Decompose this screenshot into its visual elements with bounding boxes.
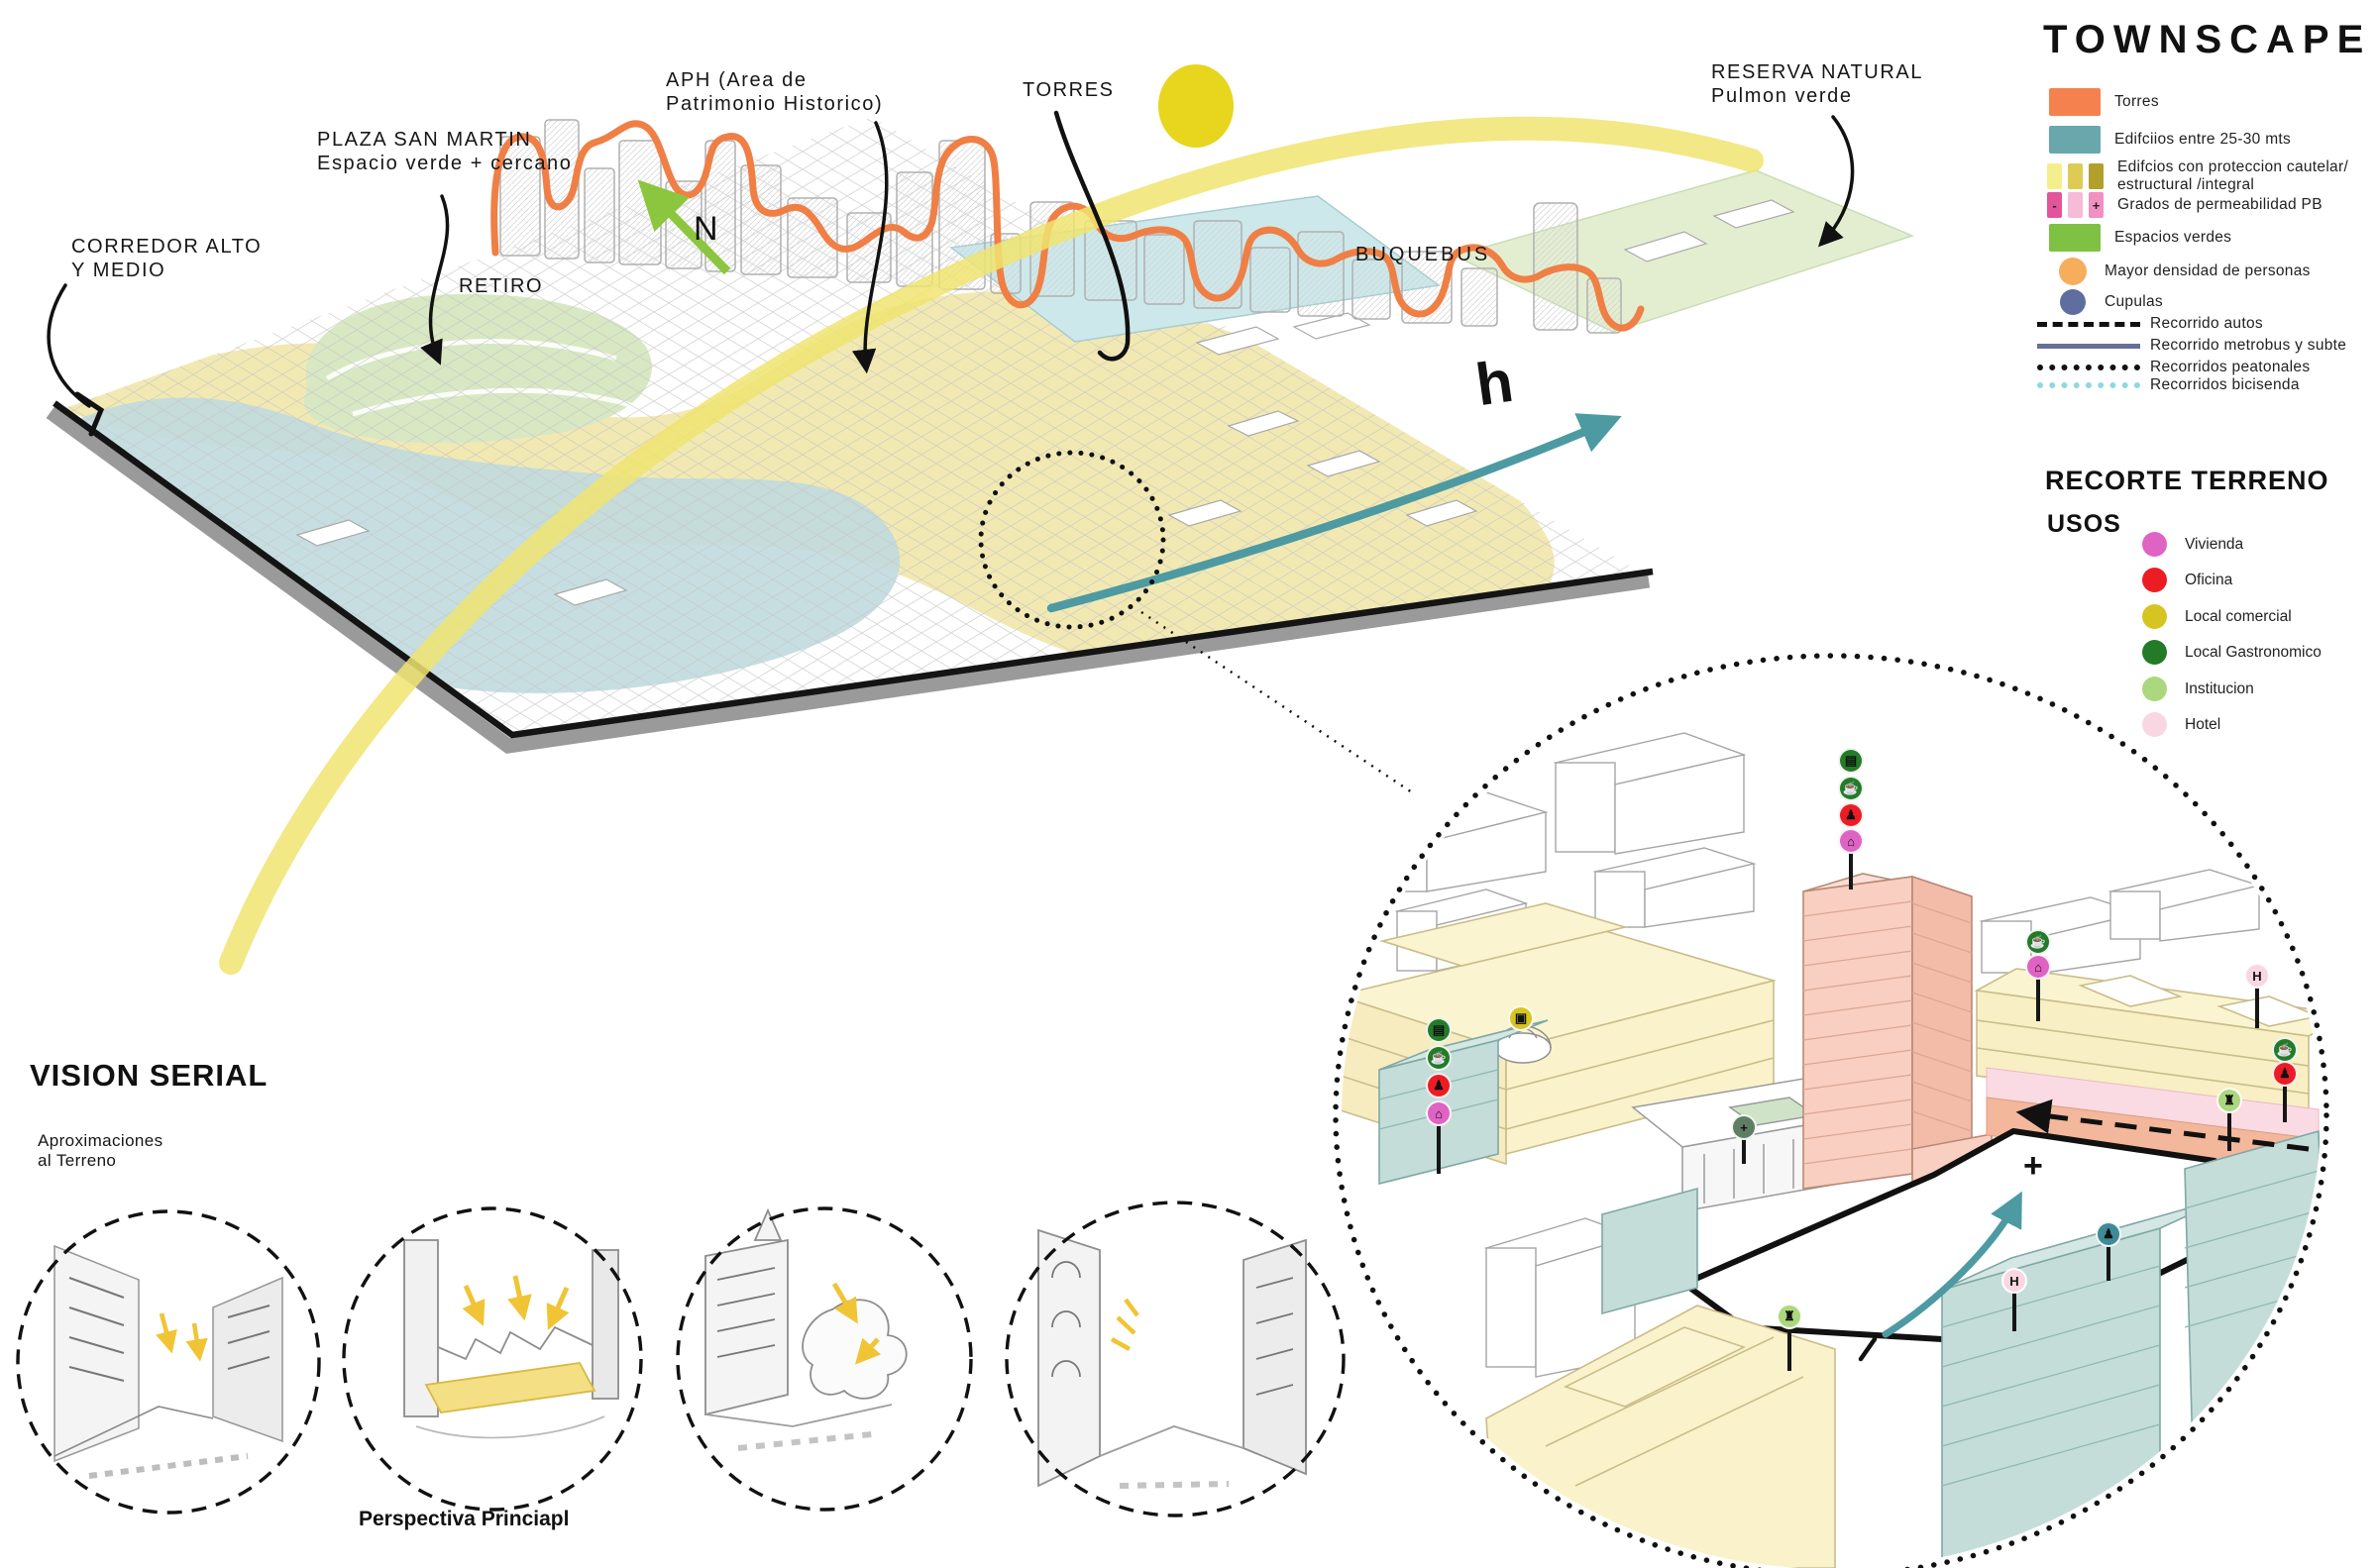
- legend-item-torres: Torres: [2049, 88, 2159, 116]
- usos-item-vivienda: Vivienda: [2142, 532, 2243, 557]
- torres-swatch: [2049, 88, 2101, 116]
- proteccion-swatch-2: [2068, 163, 2083, 189]
- usos-item-local-gastronomico: Local Gastronomico: [2142, 640, 2322, 665]
- legend-item-proteccion: Edifcios con proteccion cautelar/estruct…: [2047, 158, 2348, 194]
- inset-border: [1333, 653, 2329, 1568]
- focus-circle: [978, 450, 1166, 630]
- espacios-verdes-swatch: [2049, 224, 2101, 252]
- local-comercial-dot: [2142, 604, 2167, 629]
- legend-item-recorridos-bicisenda: Recorridos bicisenda: [2037, 376, 2300, 394]
- vivienda-dot: [2142, 532, 2167, 557]
- permeabilidad-minus-swatch: -: [2047, 192, 2062, 218]
- edificios-swatch: [2049, 126, 2101, 154]
- legend-item-densidad: Mayor densidad de personas: [2059, 258, 2311, 285]
- inset-tower: [1802, 873, 1993, 1229]
- bicisenda-line-sample: [2037, 382, 2140, 388]
- hotel-dot: [2142, 712, 2167, 737]
- permeabilidad-plus-swatch: +: [2089, 192, 2104, 218]
- north-label: N: [694, 210, 718, 248]
- inset-flow-arrow: [1882, 1191, 2022, 1338]
- oficina-dot: [2142, 568, 2167, 592]
- vision-serial-sketches: [16, 1201, 1346, 1517]
- recorte-title: RECORTE TERRENO: [2045, 466, 2329, 495]
- legend-item-cupulas: Cupulas: [2060, 289, 2163, 315]
- proteccion-swatch-3: [2089, 163, 2104, 189]
- local-gastronomico-dot: [2142, 640, 2167, 665]
- cupulas-swatch: [2060, 289, 2086, 315]
- legend-item-permeabilidad: - + Grados de permeabilidad PB: [2047, 192, 2323, 218]
- proteccion-swatch-1: [2047, 163, 2062, 189]
- metrobus-line-sample: [2037, 343, 2140, 349]
- legend-item-recorrido-autos: Recorrido autos: [2037, 315, 2263, 333]
- autos-line-sample: [2037, 321, 2140, 327]
- legend-item-recorridos-peatonales: Recorridos peatonales: [2037, 359, 2310, 376]
- permeabilidad-mid-swatch: [2068, 192, 2083, 218]
- north-arrow-icon: [637, 179, 731, 275]
- vision-serial-title: VISION SERIAL: [30, 1058, 269, 1093]
- usos-item-local-comercial: Local comercial: [2142, 604, 2292, 629]
- flow-arrow: [1046, 413, 1622, 613]
- label-buquebus: BUQUEBUS: [1355, 244, 1491, 265]
- plus-annotation: +: [2023, 1147, 2043, 1185]
- label-retiro: RETIRO: [459, 275, 544, 297]
- sun-path-arc: [219, 116, 1764, 975]
- usos-title: USOS: [2047, 510, 2121, 538]
- detail-inset: [1333, 653, 2329, 1568]
- institucion-dot: [2142, 677, 2167, 701]
- focus-connector: [1140, 610, 1413, 794]
- perspectiva-caption: Perspectiva Princiapl: [359, 1508, 570, 1530]
- usos-item-institucion: Institucion: [2142, 677, 2254, 701]
- usos-item-oficina: Oficina: [2142, 568, 2232, 592]
- inset-car-route: [2015, 1098, 2310, 1152]
- legend-item-espacios-verdes: Espacios verdes: [2049, 224, 2231, 252]
- sun-icon: [1158, 64, 1234, 148]
- label-torres: TORRES: [1023, 79, 1115, 101]
- peatonales-line-sample: [2037, 365, 2140, 370]
- torres-outline: [490, 120, 1645, 332]
- legend-item-recorrido-metrobus: Recorrido metrobus y subte: [2037, 337, 2346, 355]
- densidad-swatch: [2059, 258, 2087, 285]
- legend-title: TOWNSCAPE: [2043, 18, 2372, 61]
- usos-item-hotel: Hotel: [2142, 712, 2220, 737]
- legend-item-edificios: Edifciios entre 25-30 mts: [2049, 126, 2291, 154]
